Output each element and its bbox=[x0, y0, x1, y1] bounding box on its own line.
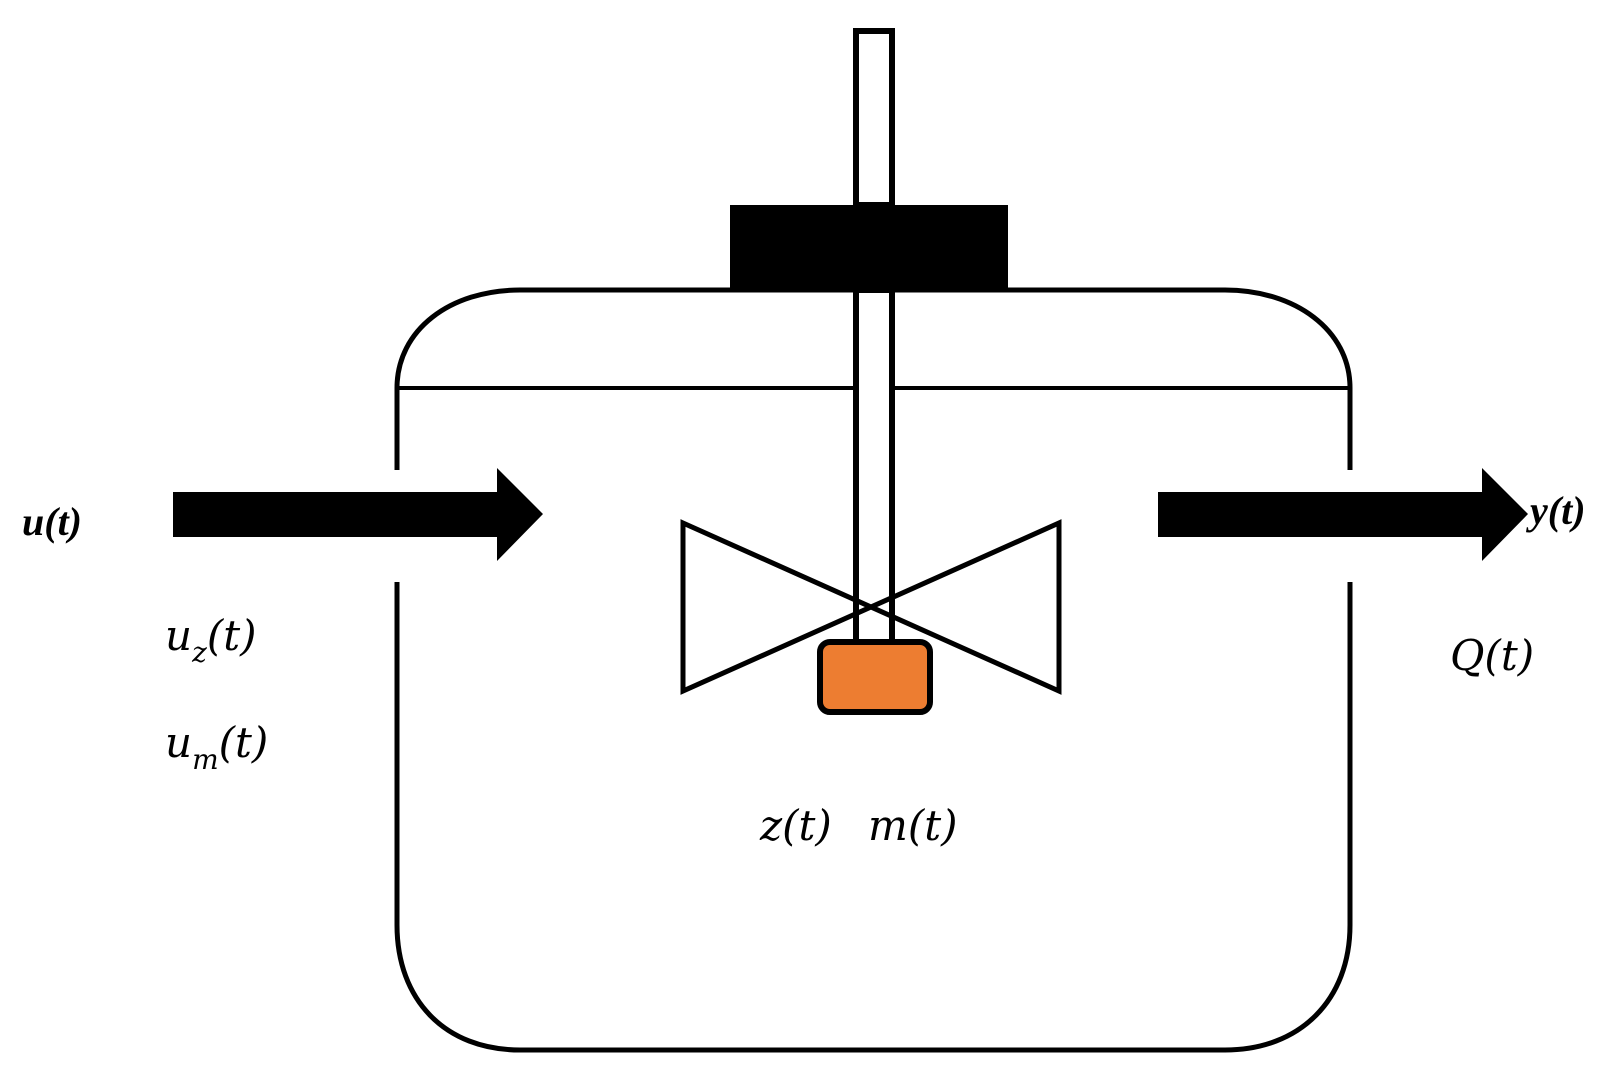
inlet-arrow-icon bbox=[173, 468, 543, 561]
input-signal-label: u(t) bbox=[22, 499, 82, 544]
input-z-base: u bbox=[165, 611, 192, 660]
input-m-base: u bbox=[165, 718, 192, 767]
shaft-upper bbox=[853, 28, 895, 208]
state-m-label: m(t) bbox=[868, 801, 957, 850]
input-z-label: uz(t) bbox=[165, 611, 256, 669]
input-z-arg: (t) bbox=[207, 611, 257, 660]
output-signal-label: y(t) bbox=[1526, 488, 1586, 533]
state-z-label: z(t) bbox=[759, 801, 832, 850]
outlet-arrow-icon bbox=[1158, 468, 1528, 561]
input-m-sub: m bbox=[192, 743, 219, 776]
input-m-arg: (t) bbox=[219, 718, 269, 767]
tank-outline bbox=[394, 287, 1353, 470]
bowtie-impeller-icon bbox=[680, 519, 1062, 695]
output-flow-label: Q(t) bbox=[1450, 631, 1534, 680]
motor-block bbox=[730, 205, 1008, 290]
input-m-label: um(t) bbox=[165, 718, 268, 776]
input-z-sub: z bbox=[191, 636, 207, 669]
tank-lower-body bbox=[394, 582, 1353, 1053]
shaft-lower bbox=[853, 287, 895, 648]
impeller-hub bbox=[817, 639, 933, 715]
